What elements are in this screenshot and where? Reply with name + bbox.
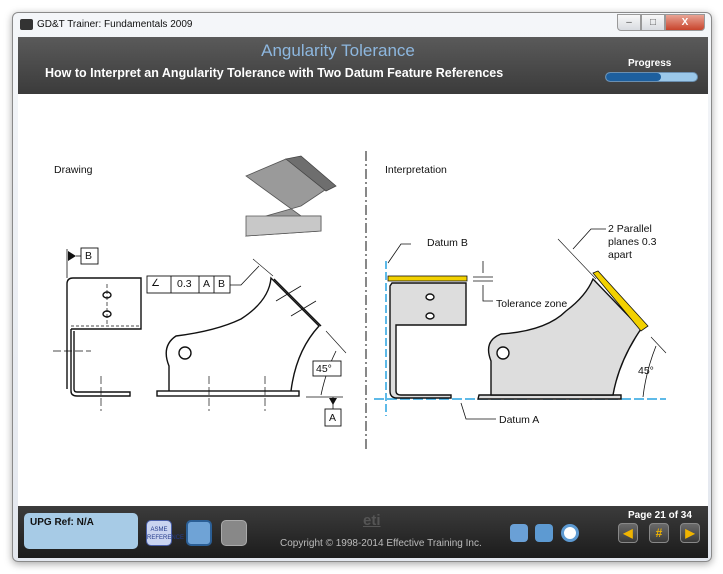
pause-button[interactable] xyxy=(510,524,528,542)
drawing-label: Drawing xyxy=(54,164,93,176)
stop-button[interactable] xyxy=(535,524,553,542)
fcf-secondary-datum: B xyxy=(218,278,226,290)
audio-icon[interactable] xyxy=(561,524,579,542)
interp-angle-label: 45° xyxy=(638,365,654,377)
asme-reference-button[interactable]: ASME REFERENCE xyxy=(146,520,184,546)
page-indicator: Page 21 of 34 xyxy=(628,510,692,521)
eti-logo: eti xyxy=(363,512,381,529)
tolerance-zone-callout: Tolerance zone xyxy=(496,298,568,310)
datum-b-callout: Datum B xyxy=(427,237,468,249)
lesson-content: Drawing Interpretation xyxy=(18,94,708,506)
page-number-button[interactable]: # xyxy=(649,523,669,543)
front-view-profile xyxy=(165,276,320,392)
maximize-button[interactable]: □ xyxy=(641,14,665,31)
title-bar: GD&T Trainer: Fundamentals 2009 – □ X xyxy=(13,13,711,38)
copyright: Copyright © 1998-2014 Effective Training… xyxy=(280,538,482,549)
datum-a-label: A xyxy=(329,412,337,424)
progress-bar xyxy=(605,72,698,82)
interp-front-view xyxy=(487,277,642,396)
gdt-illustration xyxy=(53,151,667,451)
page-subtitle: How to Interpret an Angularity Tolerance… xyxy=(45,66,504,80)
footer-bar: UPG Ref: N/A ASME REFERENCE eti Copyrigh… xyxy=(18,506,708,558)
upg-ref: UPG Ref: N/A xyxy=(24,513,138,549)
lesson-header: Angularity Tolerance How to Interpret an… xyxy=(18,37,708,94)
app-icon xyxy=(20,19,33,30)
front-view-base xyxy=(156,390,300,397)
minimize-button[interactable]: – xyxy=(617,14,641,31)
fcf-angularity-symbol: ∠ xyxy=(151,278,160,289)
progress-fill xyxy=(606,73,661,81)
feature-control-frame xyxy=(146,275,231,294)
datum-b-label: B xyxy=(85,250,93,262)
tolerance-zone-b xyxy=(387,275,468,282)
datum-a-callout: Datum A xyxy=(499,414,540,426)
datum-a-box xyxy=(324,408,342,427)
part-3d-image xyxy=(244,155,337,237)
page-title: Angularity Tolerance xyxy=(261,41,415,60)
progress-label: Progress xyxy=(628,58,672,69)
next-page-button[interactable]: ▶ xyxy=(680,523,700,543)
fcf-primary-datum: A xyxy=(203,278,211,290)
prev-page-button[interactable]: ◀ xyxy=(618,523,638,543)
notes-icon[interactable] xyxy=(221,520,247,546)
window-title: GD&T Trainer: Fundamentals 2009 xyxy=(37,19,193,30)
fcf-tolerance-value: 0.3 xyxy=(177,278,192,290)
angle-label: 45° xyxy=(316,363,332,375)
interp-side-view xyxy=(389,282,467,399)
app-window: GD&T Trainer: Fundamentals 2009 – □ X An… xyxy=(12,12,712,562)
close-button[interactable]: X xyxy=(665,14,705,31)
side-view xyxy=(66,277,142,397)
interpretation-label: Interpretation xyxy=(385,164,447,176)
datum-b-box xyxy=(80,247,99,265)
book-icon[interactable] xyxy=(186,520,212,546)
